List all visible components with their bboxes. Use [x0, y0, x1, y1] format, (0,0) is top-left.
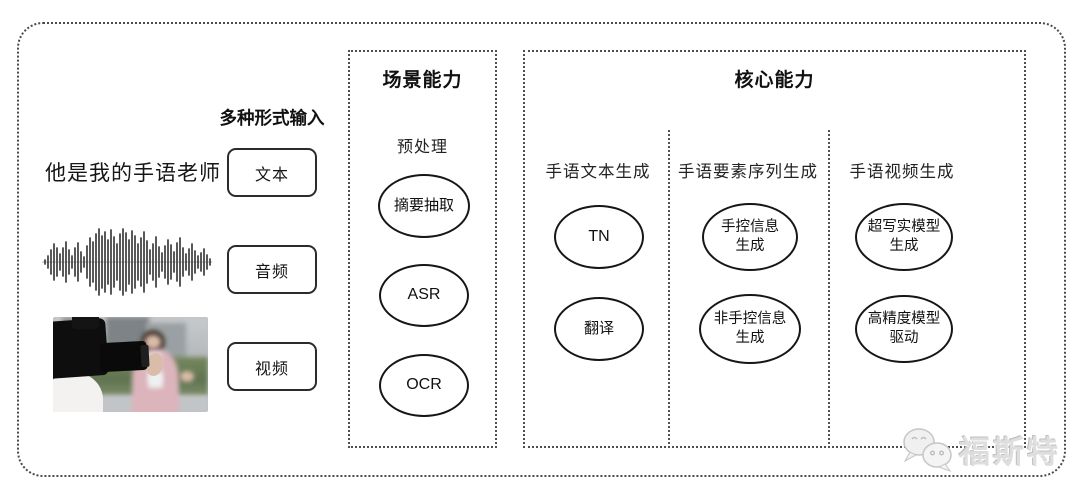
- node-non-manual-info-generation: 非手控信息 生成: [699, 294, 801, 364]
- input-section-heading: 多种形式输入: [219, 108, 325, 128]
- node-hyperrealistic-model-generation: 超写实模型 生成: [855, 203, 953, 271]
- node-summary-extraction: 摘要抽取: [378, 174, 470, 238]
- watermark: 福斯特: [900, 426, 1061, 472]
- core-capability-box: 核心能力 手语文本生成 手语要素序列生成 手语视频生成 TN 翻译 手控信息 生…: [523, 50, 1026, 448]
- photo-camera-viewfinder: [71, 317, 100, 330]
- column-separator: [668, 130, 670, 444]
- watermark-text: 福斯特: [959, 434, 1061, 470]
- input-type-audio-box: 音频: [227, 245, 317, 294]
- node-tn: TN: [554, 205, 644, 269]
- node-translation: 翻译: [554, 297, 644, 361]
- column-separator: [828, 130, 830, 444]
- scene-capability-box: 场景能力 预处理 摘要抽取 ASR OCR: [348, 50, 497, 448]
- video-frame-photo: [53, 317, 208, 412]
- audio-waveform: [42, 228, 213, 296]
- column-header-sign-text-generation: 手语文本生成: [545, 163, 651, 181]
- photo-camera-lens-ring: [140, 344, 150, 367]
- input-type-video-box: 视频: [227, 342, 317, 391]
- node-ocr: OCR: [379, 354, 469, 417]
- input-type-text-box: 文本: [227, 148, 317, 197]
- scene-box-title: 场景能力: [382, 70, 463, 91]
- sample-sentence: 他是我的手语老师: [45, 162, 221, 185]
- chat-bubbles-logo-icon: [903, 428, 952, 472]
- node-asr: ASR: [379, 264, 469, 327]
- scene-box-subtitle: 预处理: [396, 139, 448, 156]
- outer-border: [17, 22, 1066, 477]
- photo-reporter-hand: [180, 371, 195, 382]
- node-manual-info-generation: 手控信息 生成: [702, 203, 798, 271]
- node-high-precision-model-driving: 高精度模型 驱动: [855, 295, 953, 363]
- photo-reporter-face: [145, 335, 162, 350]
- column-header-sign-video-generation: 手语视频生成: [849, 163, 955, 181]
- photo-mic-flag: [147, 372, 164, 389]
- core-box-title: 核心能力: [734, 70, 815, 91]
- column-header-sign-element-sequence-generation: 手语要素序列生成: [678, 163, 818, 181]
- photo-camera-lens: [98, 340, 147, 372]
